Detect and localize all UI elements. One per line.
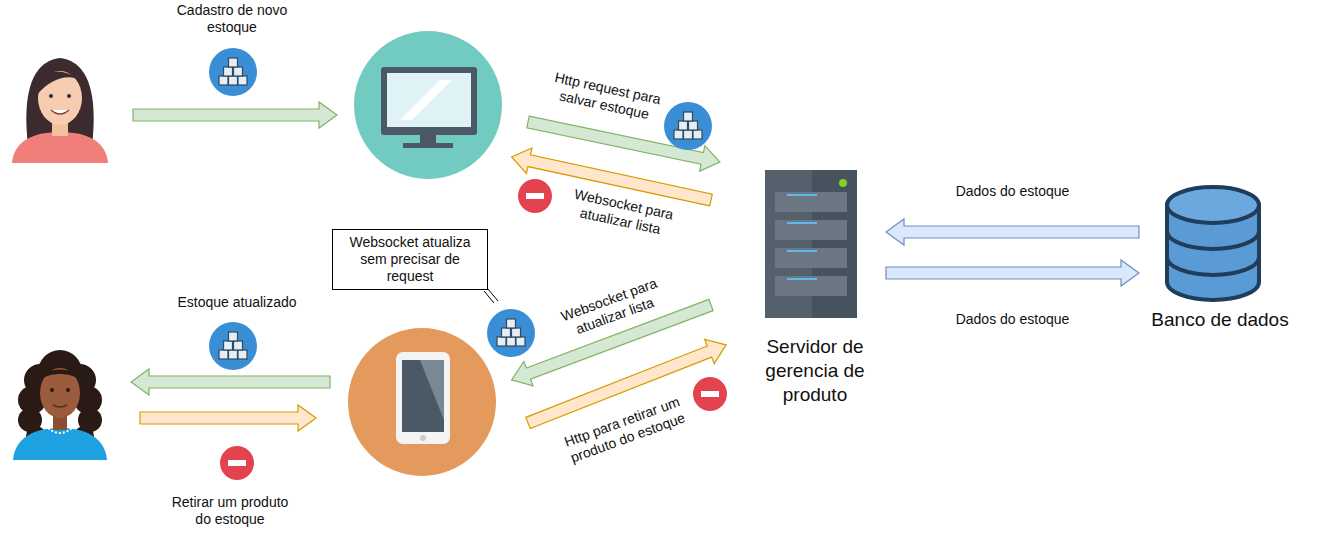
smile <box>51 110 69 114</box>
mouth <box>53 405 67 407</box>
face <box>40 368 80 418</box>
stock-icon <box>209 322 257 370</box>
shirt <box>13 428 107 460</box>
fringe <box>37 72 83 95</box>
power-led <box>839 179 847 187</box>
flow-label: Estoque atualizado <box>157 294 317 311</box>
remove-icon <box>518 179 552 213</box>
data-arrow <box>886 219 1139 245</box>
remove-icon <box>693 377 727 411</box>
woman-figure <box>13 350 107 460</box>
icon-circle <box>348 328 496 476</box>
phone-body <box>396 352 450 444</box>
server-case <box>765 170 857 318</box>
slot-light <box>787 222 817 224</box>
server-node: Servidor de gerencia de produto <box>744 165 886 407</box>
cylinder-top <box>1167 187 1259 223</box>
eye <box>67 94 71 98</box>
flow-label: Websocket para atualizar lista <box>550 182 694 244</box>
stock-icon <box>664 102 712 150</box>
flow-label: Http para retirar um produto do estoque <box>549 388 702 471</box>
database-node: Banco de dados <box>1139 180 1301 332</box>
monitor-base <box>403 143 453 148</box>
stock-icon <box>209 48 257 96</box>
server-slot <box>775 220 847 240</box>
computer-icon <box>354 31 502 179</box>
leader-line <box>488 289 498 301</box>
flow-arrow <box>133 102 337 128</box>
flow-label: Cadastro de novo estoque <box>167 2 297 36</box>
monitor-screen <box>387 73 471 127</box>
database-icon <box>1167 187 1259 300</box>
screen-reflection <box>400 80 452 120</box>
data-arrow <box>886 260 1139 286</box>
phone-button <box>420 435 426 441</box>
screen-reflection <box>420 360 444 420</box>
woman-figure <box>12 58 108 163</box>
flow-arrow <box>140 405 316 431</box>
callout-box: Websocket atualiza sem precisar de reque… <box>332 229 488 290</box>
phone-icon <box>348 328 496 476</box>
face <box>38 71 82 125</box>
stock-icon <box>487 309 535 357</box>
flow-label: Websocket para atualizar lista <box>540 268 683 348</box>
leader-line <box>484 291 494 303</box>
node-text: Banco de dados <box>1139 308 1301 332</box>
server-slot <box>775 276 847 296</box>
eye <box>50 388 54 392</box>
shirt <box>12 132 108 163</box>
remove-icon <box>220 446 254 480</box>
cylinder-ring <box>1167 257 1259 275</box>
necklace <box>48 428 72 433</box>
flow-arrow <box>131 369 330 395</box>
fringe <box>40 370 80 381</box>
eye <box>66 388 70 392</box>
cylinder-ring <box>1167 231 1259 249</box>
flow-label: Retirar um produto do estoque <box>163 494 298 528</box>
flow-label: Http request para salvar estoque <box>539 67 673 127</box>
slot-light <box>787 278 817 280</box>
slot-light <box>787 250 817 252</box>
icon-circle <box>354 31 502 179</box>
monitor-frame <box>381 67 477 135</box>
node-text: Servidor de gerencia de produto <box>744 335 886 407</box>
server-slot <box>775 248 847 268</box>
edge-label: Dados do estoque <box>953 311 1073 328</box>
node-text: Websocket atualiza sem precisar de reque… <box>339 234 481 285</box>
eye <box>49 94 53 98</box>
server-slot <box>775 192 847 212</box>
monitor-stand <box>420 135 436 143</box>
phone-screen <box>402 360 444 432</box>
server-icon <box>765 170 857 318</box>
slot-light <box>787 194 817 196</box>
edge-label: Dados do estoque <box>953 183 1073 200</box>
